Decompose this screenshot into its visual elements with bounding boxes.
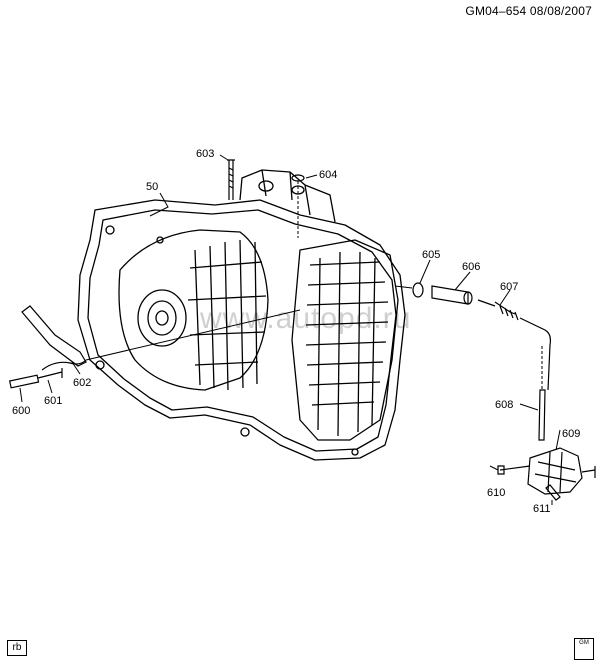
converter-hub <box>137 289 187 347</box>
callout-604: 604 <box>319 169 337 181</box>
leader-602 <box>71 361 81 375</box>
leader-605 <box>419 259 431 284</box>
callout-602: 602 <box>73 377 91 389</box>
callout-608: 608 <box>495 399 513 411</box>
part-602-gasket <box>21 305 87 367</box>
part-606-bushing <box>431 285 469 305</box>
callout-605: 605 <box>422 249 440 261</box>
callout-600: 600 <box>12 405 30 417</box>
leader-603 <box>219 154 229 161</box>
part-611-bolt <box>545 484 561 501</box>
leader-606 <box>454 271 471 291</box>
callout-603: 603 <box>196 148 214 160</box>
part-604-oring <box>291 174 305 182</box>
leader-601 <box>47 379 53 394</box>
leader-604 <box>305 174 318 179</box>
drawing-code: GM04–654 08/08/2007 <box>465 4 592 18</box>
part-610-lead <box>497 465 531 475</box>
leader-609 <box>555 429 561 451</box>
callout-601: 601 <box>44 395 62 407</box>
part-600-sensor <box>8 374 40 389</box>
valve-body <box>291 239 399 441</box>
bell-housing <box>118 229 269 391</box>
part-608-rod <box>538 389 546 441</box>
part-603-stud <box>227 159 235 200</box>
leader-608 <box>519 403 539 411</box>
leader-50 <box>149 192 169 217</box>
watermark: www.autopd.ru <box>200 302 412 335</box>
leader-610 <box>489 465 499 471</box>
corner-tag: rb <box>7 640 27 656</box>
callout-606: 606 <box>462 261 480 273</box>
part-607-cable <box>477 299 552 391</box>
callout-607: 607 <box>500 281 518 293</box>
part-601-harness <box>41 359 87 371</box>
case-outline <box>77 199 406 461</box>
callout-50: 50 <box>146 181 158 193</box>
part-609-switch <box>527 447 583 495</box>
part-605-seal <box>412 282 424 298</box>
callout-611: 611 <box>533 503 551 515</box>
leader-607 <box>499 289 511 306</box>
top-mount <box>239 169 336 223</box>
gm-logo-icon: GM <box>574 638 594 660</box>
leader-600 <box>19 387 23 403</box>
callout-610: 610 <box>487 487 505 499</box>
callout-609: 609 <box>562 428 580 440</box>
